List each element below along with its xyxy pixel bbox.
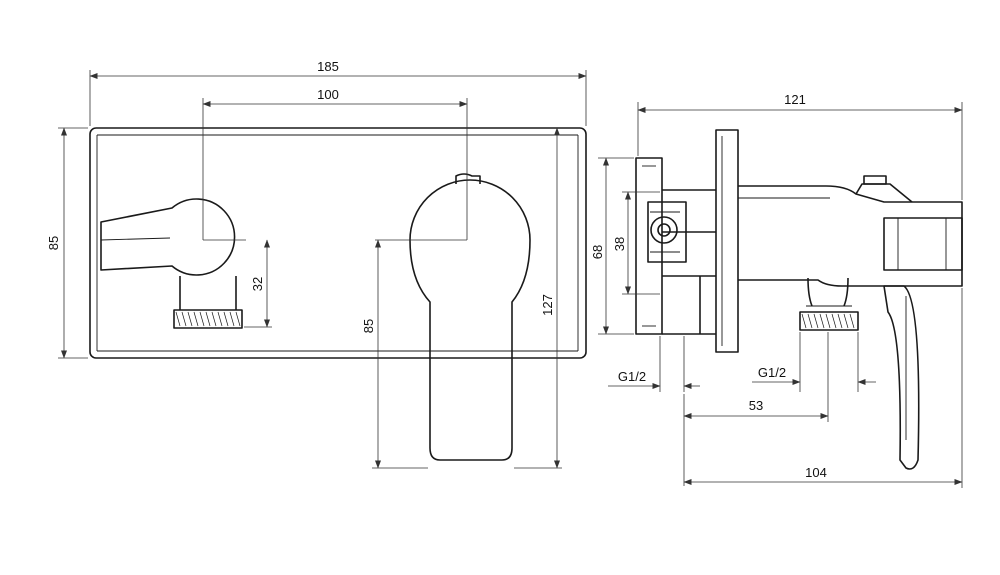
outlet-spout (100, 198, 243, 329)
dim-label-38: 38 (612, 237, 627, 251)
dim-box-height: 68 (590, 157, 634, 335)
dim-handle-drop: 85 (361, 239, 428, 469)
dim-label-121: 121 (784, 92, 806, 107)
lever-handle (409, 173, 531, 461)
front-view: 185 100 85 32 85 (46, 59, 587, 469)
mixer-body (738, 175, 963, 287)
dim-wall-to-handle: 104 (683, 288, 963, 488)
dim-label-127: 127 (540, 294, 555, 316)
dim-plate-height: 85 (46, 127, 88, 359)
dim-label-inlet-g12: G1/2 (618, 369, 646, 384)
dim-label-185: 185 (317, 59, 339, 74)
dim-label-53: 53 (749, 398, 763, 413)
dim-inlet-to-outlet: 53 (683, 332, 829, 486)
concealed-box (635, 157, 716, 335)
dim-overall-depth: 121 (637, 92, 963, 200)
dim-handle-total: 127 (514, 127, 562, 469)
dim-label-68: 68 (590, 245, 605, 259)
dim-label-104: 104 (805, 465, 827, 480)
dim-label-outlet-g12: G1/2 (758, 365, 786, 380)
dim-label-85-handle: 85 (361, 319, 376, 333)
dim-overall-width: 185 (89, 59, 587, 126)
dim-label-32: 32 (250, 277, 265, 291)
dim-inlet-thread: G1/2 (608, 336, 700, 392)
side-outlet-connector (799, 277, 859, 331)
cover-plate (715, 129, 739, 353)
dim-spacing-width: 100 (202, 87, 468, 241)
wall-plate (89, 127, 587, 359)
dim-label-85-plate: 85 (46, 236, 61, 250)
side-view: 121 68 38 G1/2 (590, 92, 963, 488)
side-lever (883, 285, 920, 470)
dim-label-100: 100 (317, 87, 339, 102)
dim-outlet-thread: G1/2 (752, 332, 876, 392)
dim-outlet-offset: 32 (244, 239, 272, 328)
dim-inner-height: 38 (612, 191, 660, 295)
